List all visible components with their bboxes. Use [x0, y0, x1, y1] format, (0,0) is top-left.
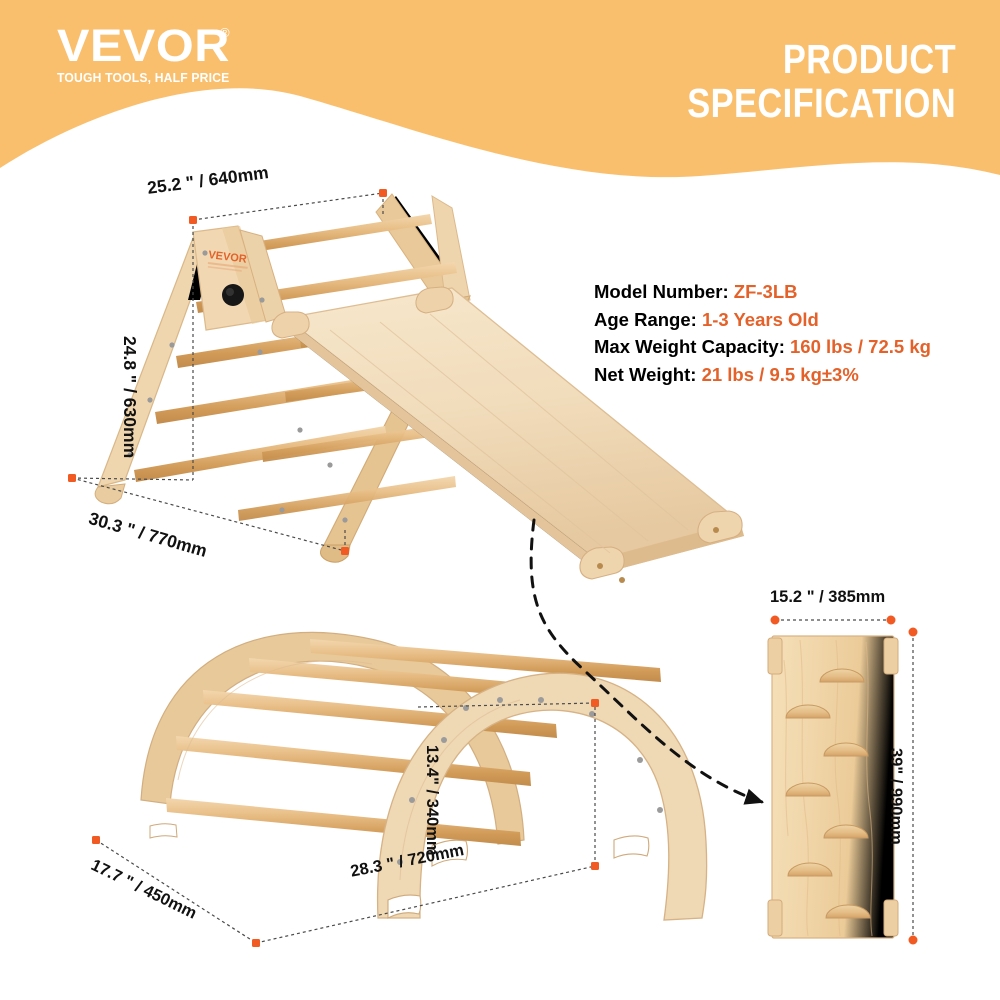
spec-row-net-weight: Net Weight: 21 lbs / 9.5 kg±3% [594, 361, 931, 389]
spec-row-model-number: Model Number: ZF-3LB [594, 278, 931, 306]
triangle-panel-logo: VEVOR [208, 249, 248, 272]
page-header: VEVOR ® TOUGH TOOLS, HALF PRICE PRODUCT … [0, 0, 1000, 185]
spec-row-age-range: Age Range: 1-3 Years Old [594, 306, 931, 334]
dimension-label-ramp-height: 39" / 990mm [887, 748, 905, 845]
spec-label: Age Range: [594, 308, 697, 330]
registered-trademark-icon: ® [220, 25, 230, 40]
spec-label: Max Weight Capacity: [594, 336, 785, 357]
brand-tagline: TOUGH TOOLS, HALF PRICE [57, 71, 230, 85]
spec-value: 21 lbs / 9.5 kg±3% [701, 363, 859, 385]
ramp-climbing-holds [785, 668, 871, 919]
climbing-triangle-illustration: VEVOR [94, 193, 744, 583]
spec-value: 1-3 Years Old [701, 308, 819, 330]
page-title-line-2: SPECIFICATION [687, 80, 956, 126]
spec-row-max-weight-capacity: Max Weight Capacity: 160 lbs / 72.5 kg [594, 333, 931, 361]
spec-value: 160 lbs / 72.5 kg [790, 336, 931, 357]
climbing-ramp-illustration [767, 635, 899, 939]
spec-label: Model Number: [594, 281, 729, 302]
page-title-line-1: PRODUCT [782, 36, 956, 82]
dimension-label-arch-height: 13.4" / 340mm [423, 745, 441, 856]
pivot-knob-icon [222, 284, 244, 306]
brand-name: VEVOR [57, 20, 230, 71]
svg-text:VEVOR: VEVOR [208, 249, 248, 266]
spec-label: Net Weight: [594, 363, 697, 385]
header-background [0, 0, 1000, 178]
specification-list: Model Number: ZF-3LB Age Range: 1-3 Year… [594, 278, 931, 388]
page-title: PRODUCT SPECIFICATION [636, 37, 956, 125]
dimension-label-ramp-width: 15.2 " / 385mm [770, 588, 886, 606]
dimension-label-triangle-height: 24.8 " / 630mm [120, 336, 140, 459]
brand-logo: VEVOR ® TOUGH TOOLS, HALF PRICE [57, 20, 235, 85]
spec-value: ZF-3LB [733, 281, 798, 302]
